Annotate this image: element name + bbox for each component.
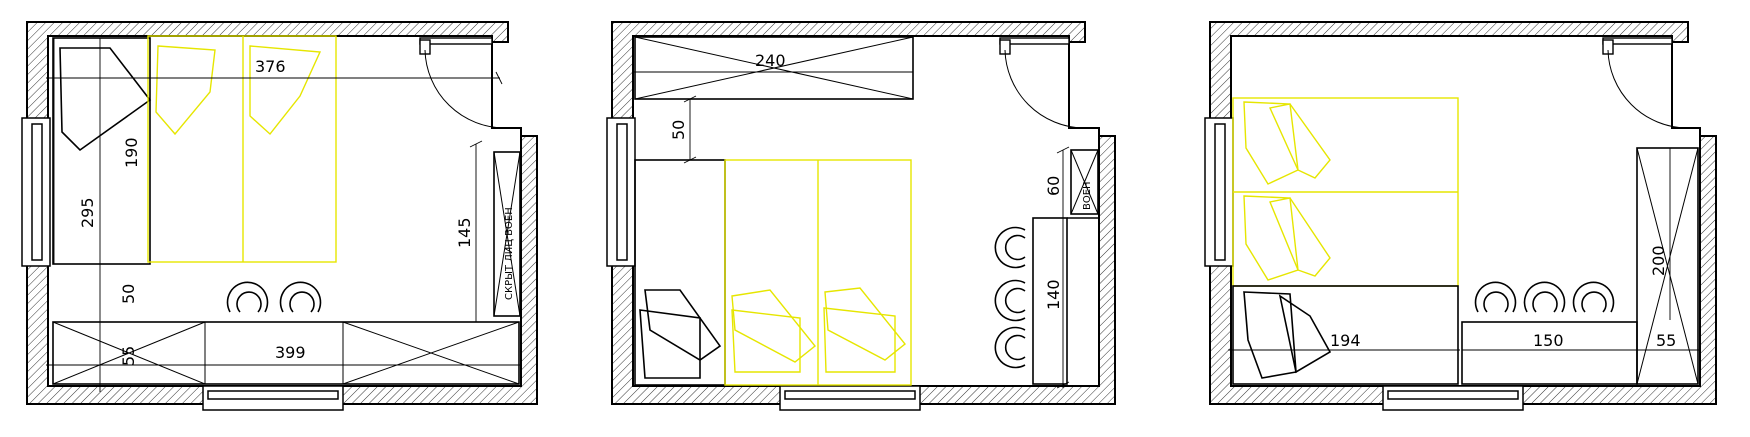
- plan-2-door-swing: [1004, 49, 1084, 129]
- plan-2-dim-60: 60: [1044, 176, 1063, 196]
- plan-1-dim-190: 190: [122, 137, 141, 168]
- plan-2-dim-50: 50: [669, 120, 688, 140]
- plan-2-chair-2: [994, 279, 1026, 322]
- plan-2-chair-1: [994, 226, 1026, 269]
- plan-1-pillow: [59, 47, 152, 152]
- plan-3-room: [1230, 35, 1701, 387]
- plan-2: ВОЕН 240 50 60 140: [606, 21, 1116, 411]
- plan-2-room: [632, 35, 1100, 387]
- plan-3-door-swing: [1607, 49, 1687, 129]
- plan-3-dim-194: 194: [1330, 331, 1361, 350]
- plan-1-chair-1: [226, 281, 269, 313]
- plan-3-chair-1: [1474, 281, 1517, 313]
- plan-1-bed-yellow: [147, 35, 337, 263]
- plan-2-wardrobe: [1070, 149, 1099, 215]
- plan-3-dim-200: 200: [1649, 245, 1668, 276]
- plan-1-cabinet-bottom: [52, 321, 520, 385]
- plan-1-dim-399: 399: [275, 343, 306, 362]
- plan-3: 194 150 55 200: [1204, 21, 1717, 411]
- plan-1-dim-55: 55: [119, 346, 138, 366]
- plan-1-dim-50: 50: [119, 284, 138, 304]
- plan-1-bed-left: [52, 37, 151, 265]
- plan-3-dim-150: 150: [1533, 331, 1564, 350]
- plan-2-pillow-1: [644, 289, 722, 361]
- plan-3-dim-55: 55: [1656, 331, 1676, 350]
- plan-3-pillow: [1243, 291, 1297, 379]
- plan-2-shelf-top: [634, 36, 914, 100]
- plan-3-bed-bottom: [1232, 285, 1459, 385]
- plan-1-chair-2: [279, 281, 322, 313]
- plan-2-wardrobe-text: ВОЕН: [1082, 181, 1093, 210]
- plan-3-wardrobe: [1636, 147, 1699, 385]
- plan-1-wardrobe-text: СКРЫТ ЛИЦ ВОЕН: [504, 207, 515, 300]
- plan-3-chair-2: [1523, 281, 1566, 313]
- plan-2-dim-140: 140: [1044, 279, 1063, 310]
- plan-3-chair-3: [1572, 281, 1615, 313]
- plan-2-chair-3: [994, 326, 1026, 369]
- plan-1-door-swing: [424, 49, 506, 129]
- plan-1-dim-145: 145: [455, 217, 474, 248]
- plan-1: СКРЫТ ЛИЦ ВОЕН 376 190 295 145 50 55 399: [21, 21, 538, 411]
- plan-1-dim-376: 376: [255, 57, 286, 76]
- plan-1-door-frame: [419, 37, 493, 45]
- plan-1-room: [47, 35, 522, 387]
- plan-2-dim-240: 240: [755, 51, 786, 70]
- plan-1-dim-295: 295: [78, 197, 97, 228]
- plan-1-wardrobe: [493, 151, 521, 317]
- plan-2-desk: [1032, 217, 1068, 385]
